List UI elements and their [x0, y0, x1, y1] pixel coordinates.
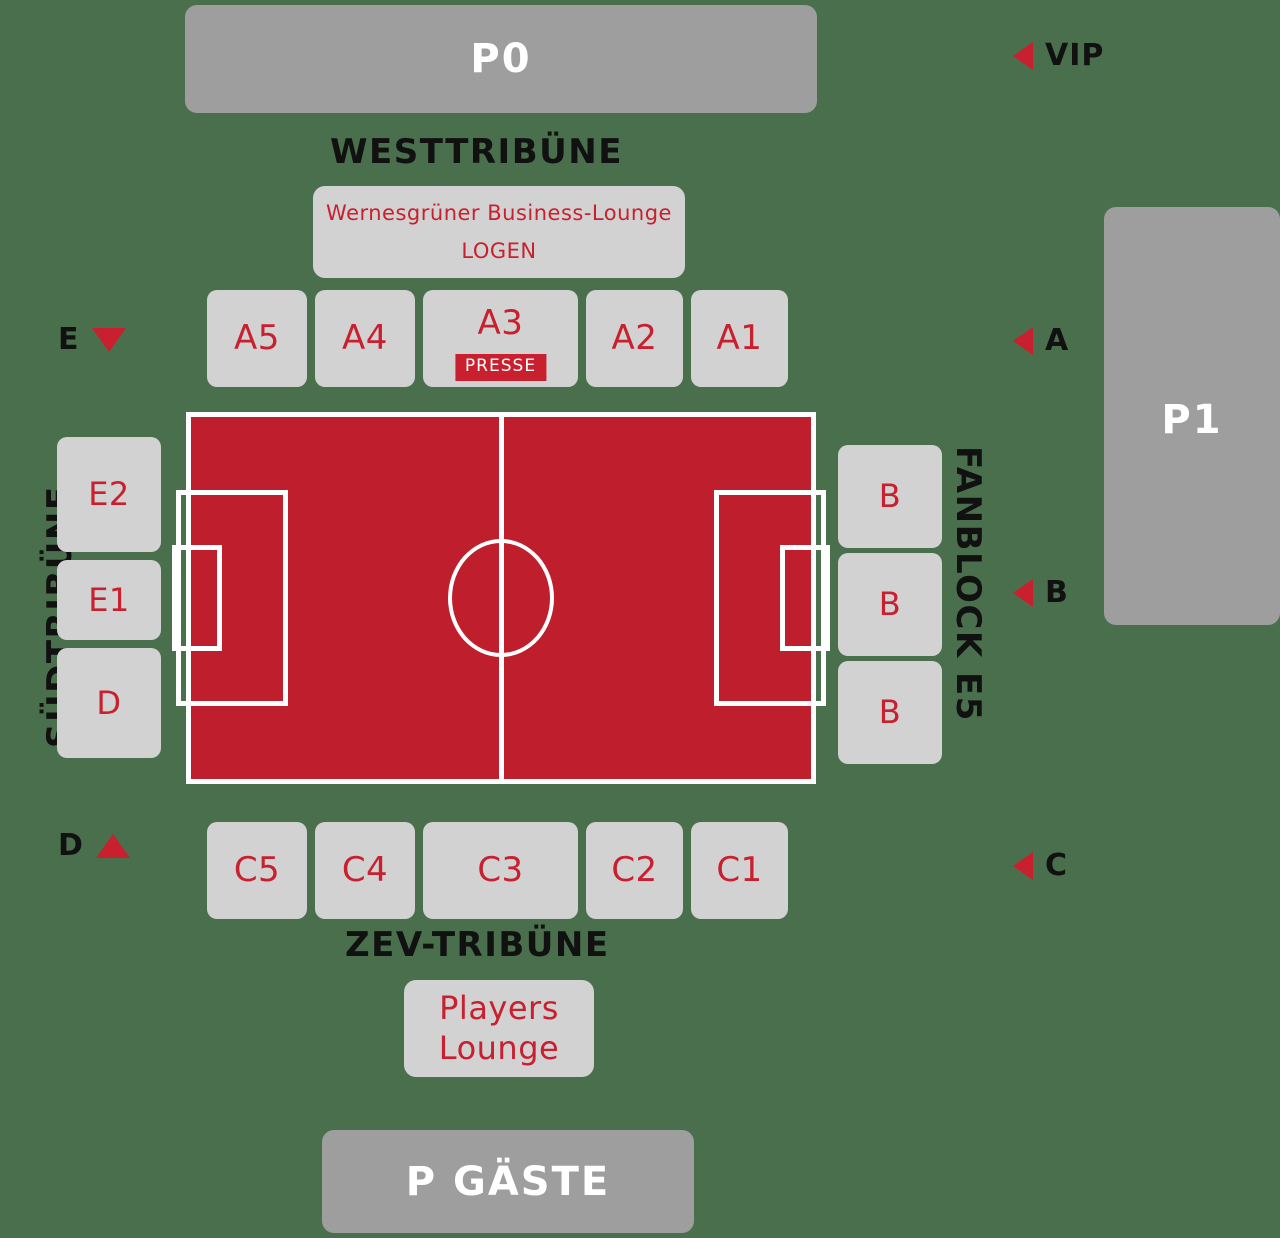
heading-zev-tribuene-label: ZEV-TRIBÜNE — [345, 925, 610, 965]
block-a2[interactable]: A2 — [586, 290, 683, 387]
block-e1[interactable]: E1 — [57, 560, 161, 640]
presse-badge: PRESSE — [454, 354, 547, 381]
heading-zev-tribuene: ZEV-TRIBÜNE — [345, 925, 610, 965]
football-pitch — [172, 412, 830, 784]
block-c5[interactable]: C5 — [207, 822, 307, 919]
block-business-lounge[interactable]: Wernesgrüner Business-Lounge LOGEN — [313, 186, 685, 278]
players-lounge-label-line1: Players — [439, 989, 559, 1028]
triangle-left-icon — [1013, 326, 1033, 355]
block-b-middle-label: B — [878, 585, 902, 624]
block-c5-label: C5 — [233, 849, 281, 890]
parking-block-p-gaeste-label: P GÄSTE — [405, 1158, 611, 1205]
entrance-marker-d[interactable]: D — [58, 828, 130, 863]
block-a3[interactable]: A3 PRESSE — [423, 290, 578, 387]
pitch-penalty-area-right — [714, 490, 826, 706]
block-c1-label: C1 — [716, 849, 763, 890]
block-a1-label: A1 — [716, 317, 763, 358]
pitch-goalline-right — [811, 412, 816, 784]
entrance-marker-a[interactable]: A — [1013, 323, 1069, 358]
parking-block-p0-label: P0 — [470, 36, 532, 82]
block-b-top-label: B — [878, 477, 902, 516]
entrance-marker-vip[interactable]: VIP — [1013, 38, 1104, 73]
block-b-middle[interactable]: B — [838, 553, 942, 656]
block-a4[interactable]: A4 — [315, 290, 415, 387]
parking-block-p1[interactable]: P1 — [1104, 207, 1280, 625]
pitch-goal-area-right — [780, 545, 830, 651]
entrance-marker-e-label: E — [58, 322, 80, 357]
block-a1[interactable]: A1 — [691, 290, 788, 387]
entrance-marker-c-label: C — [1045, 848, 1069, 883]
entrance-marker-e[interactable]: E — [58, 322, 126, 357]
pitch-goalline-left — [186, 412, 191, 784]
heading-westtribuene-label: WESTTRIBÜNE — [330, 132, 623, 172]
pitch-goal-area-left — [172, 545, 222, 651]
block-a5-label: A5 — [234, 317, 280, 358]
pitch-penalty-area-left — [176, 490, 288, 706]
block-e2-label: E2 — [88, 475, 130, 514]
block-c4-label: C4 — [341, 849, 389, 890]
block-a2-label: A2 — [611, 317, 658, 358]
block-c2-label: C2 — [611, 849, 658, 890]
block-c2[interactable]: C2 — [586, 822, 683, 919]
block-c4[interactable]: C4 — [315, 822, 415, 919]
block-a4-label: A4 — [342, 317, 388, 358]
entrance-marker-vip-label: VIP — [1045, 38, 1105, 73]
block-players-lounge[interactable]: Players Lounge — [404, 980, 594, 1077]
block-d-label: D — [96, 683, 122, 722]
block-d[interactable]: D — [57, 648, 161, 758]
parking-block-p-gaeste[interactable]: P GÄSTE — [322, 1130, 694, 1233]
business-lounge-sponsor-label: Wernesgrüner Business-Lounge — [326, 200, 672, 225]
block-c3-label: C3 — [477, 849, 524, 890]
triangle-left-icon — [1013, 41, 1033, 70]
parking-block-p0[interactable]: P0 — [185, 5, 817, 113]
block-c1[interactable]: C1 — [691, 822, 788, 919]
heading-fanblock-e5-label: FANBLOCK E5 — [948, 446, 988, 722]
block-b-top[interactable]: B — [838, 445, 942, 548]
entrance-marker-a-label: A — [1045, 323, 1070, 358]
triangle-left-icon — [1013, 851, 1033, 880]
block-c3[interactable]: C3 — [423, 822, 578, 919]
block-a5[interactable]: A5 — [207, 290, 307, 387]
block-e2[interactable]: E2 — [57, 437, 161, 552]
pitch-center-circle — [448, 539, 554, 657]
triangle-left-icon — [1013, 578, 1033, 607]
entrance-marker-d-label: D — [58, 828, 84, 863]
heading-fanblock-e5: FANBLOCK E5 — [948, 446, 988, 722]
business-lounge-type-label: LOGEN — [461, 239, 537, 263]
triangle-up-icon — [95, 833, 130, 858]
block-a3-label: A3 — [477, 303, 524, 343]
entrance-marker-b[interactable]: B — [1013, 575, 1069, 610]
triangle-down-icon — [91, 327, 126, 352]
block-e1-label: E1 — [88, 580, 130, 619]
parking-block-p1-label: P1 — [1161, 397, 1223, 443]
entrance-marker-c[interactable]: C — [1013, 848, 1068, 883]
players-lounge-label-line2: Lounge — [438, 1028, 560, 1067]
entrance-marker-b-label: B — [1045, 575, 1069, 610]
block-b-bottom[interactable]: B — [838, 661, 942, 764]
heading-westtribuene: WESTTRIBÜNE — [330, 132, 623, 172]
block-b-bottom-label: B — [878, 693, 902, 732]
